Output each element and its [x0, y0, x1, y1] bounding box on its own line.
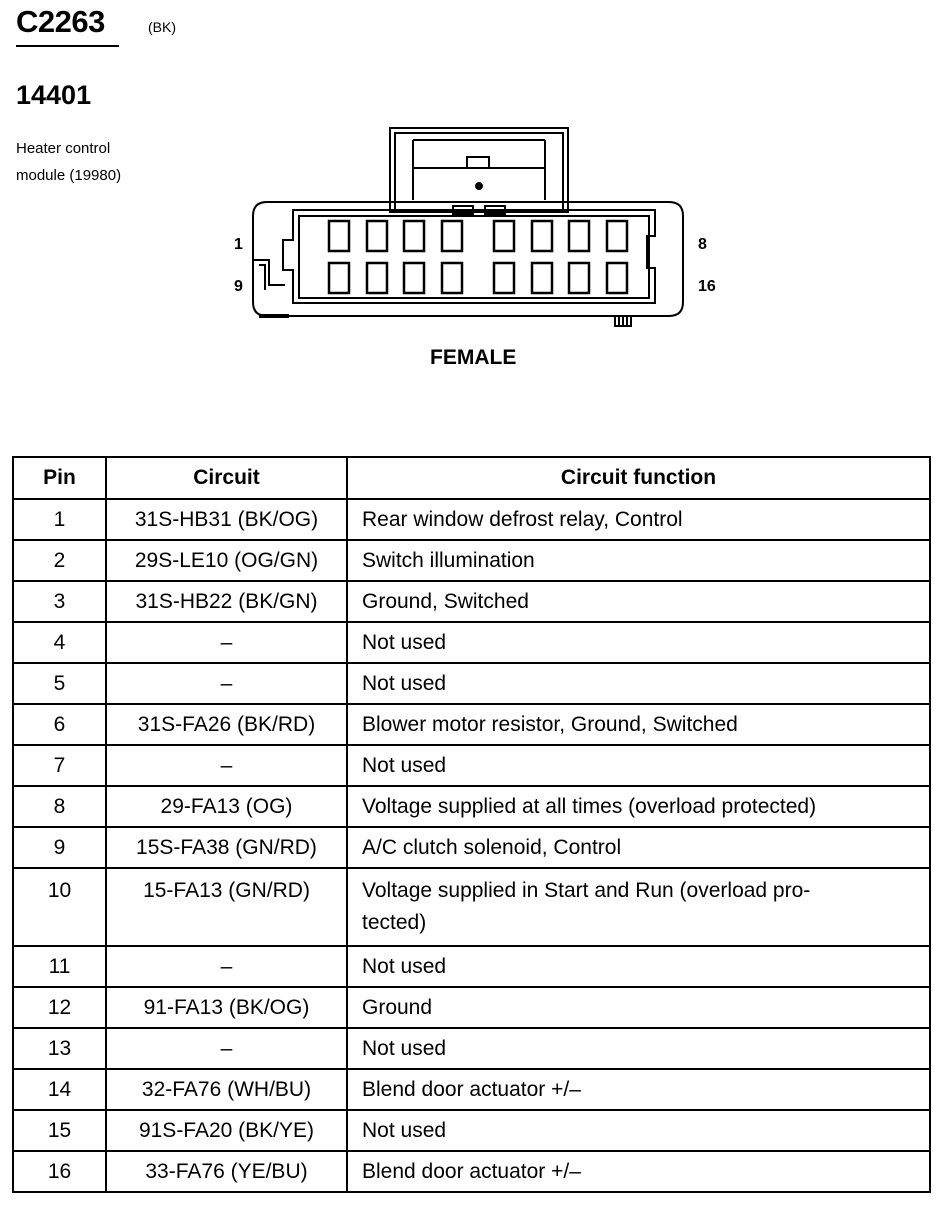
- circuit-cell: 15S-FA38 (GN/RD): [105, 826, 348, 869]
- circuit-cell: 31S-HB22 (BK/GN): [105, 580, 348, 623]
- part-number: 14401: [16, 80, 92, 110]
- connector-gender-label: FEMALE: [430, 346, 517, 369]
- table-row: 7–Not used: [12, 744, 931, 787]
- circuit-cell: 33-FA76 (YE/BU): [105, 1150, 348, 1193]
- table-row: 4–Not used: [12, 621, 931, 664]
- pin-cell: 3: [12, 580, 107, 623]
- pin-cell: 12: [12, 986, 107, 1029]
- pin-cell: 10: [12, 867, 107, 947]
- table-row: 11–Not used: [12, 945, 931, 988]
- circuit-cell: 15-FA13 (GN/RD): [105, 867, 348, 947]
- pin-cell: 8: [12, 785, 107, 828]
- circuit-cell: –: [105, 1027, 348, 1070]
- function-cell: Switch illumination: [346, 539, 931, 582]
- table-row: 5–Not used: [12, 662, 931, 705]
- pin-label-top-left: 1: [234, 236, 243, 253]
- function-cell: Not used: [346, 1109, 931, 1152]
- pin-cell: 1: [12, 498, 107, 541]
- function-cell: Voltage supplied at all times (overload …: [346, 785, 931, 828]
- connector-id: C2263: [16, 4, 105, 39]
- pin-cell: 14: [12, 1068, 107, 1111]
- pin-label-top-right: 8: [698, 236, 707, 253]
- circuit-cell: –: [105, 662, 348, 705]
- function-cell: Not used: [346, 1027, 931, 1070]
- circuit-cell: 32-FA76 (WH/BU): [105, 1068, 348, 1111]
- pin-cell: 2: [12, 539, 107, 582]
- circuit-cell: –: [105, 744, 348, 787]
- circuit-cell: 91-FA13 (BK/OG): [105, 986, 348, 1029]
- pin-cell: 4: [12, 621, 107, 664]
- function-cell: Blend door actuator +/–: [346, 1068, 931, 1111]
- function-cell: Ground, Switched: [346, 580, 931, 623]
- connector-id-underline: [16, 45, 119, 47]
- pin-cell: 13: [12, 1027, 107, 1070]
- header-pin: Pin: [12, 456, 107, 500]
- circuit-cell: 29-FA13 (OG): [105, 785, 348, 828]
- connector-color-code: (BK): [148, 19, 176, 35]
- function-cell: Blower motor resistor, Ground, Switched: [346, 703, 931, 746]
- circuit-cell: –: [105, 945, 348, 988]
- function-cell: Rear window defrost relay, Control: [346, 498, 931, 541]
- function-cell: Not used: [346, 662, 931, 705]
- pin-cell: 11: [12, 945, 107, 988]
- component-description: Heater control module (19980): [16, 135, 121, 189]
- pin-cell: 9: [12, 826, 107, 869]
- function-cell: A/C clutch solenoid, Control: [346, 826, 931, 869]
- function-cell: Not used: [346, 945, 931, 988]
- pin-label-bottom-right: 16: [698, 278, 716, 295]
- pin-cell: 7: [12, 744, 107, 787]
- function-cell: Voltage supplied in Start and Run (overl…: [346, 867, 931, 947]
- connector-face-diagram: [252, 127, 684, 327]
- table-row: 13–Not used: [12, 1027, 931, 1070]
- function-cell: Not used: [346, 621, 931, 664]
- function-cell: Blend door actuator +/–: [346, 1150, 931, 1193]
- pin-cell: 15: [12, 1109, 107, 1152]
- description-line-2: module (19980): [16, 167, 122, 184]
- circuit-cell: –: [105, 621, 348, 664]
- pin-cavities: [327, 219, 629, 295]
- function-cell: Not used: [346, 744, 931, 787]
- circuit-cell: 31S-FA26 (BK/RD): [105, 703, 348, 746]
- circuit-cell: 31S-HB31 (BK/OG): [105, 498, 348, 541]
- table-header-row: Pin Circuit Circuit function: [12, 456, 931, 500]
- circuit-cell: 29S-LE10 (OG/GN): [105, 539, 348, 582]
- pin-cell: 6: [12, 703, 107, 746]
- circuit-cell: 91S-FA20 (BK/YE): [105, 1109, 348, 1152]
- description-line-1: Heater control: [16, 140, 111, 157]
- pin-cell: 5: [12, 662, 107, 705]
- pin-label-bottom-left: 9: [234, 278, 243, 295]
- function-cell: Ground: [346, 986, 931, 1029]
- header-circuit-function: Circuit function: [346, 456, 931, 500]
- pin-cell: 16: [12, 1150, 107, 1193]
- header-circuit: Circuit: [105, 456, 348, 500]
